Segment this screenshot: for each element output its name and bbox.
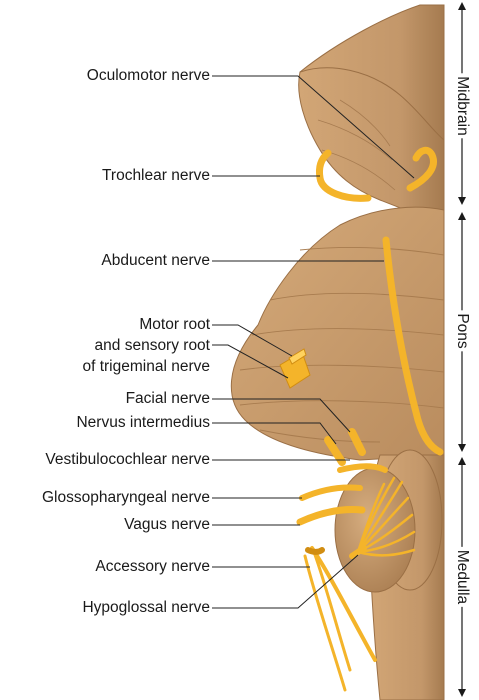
- label-vagus-nerve: Vagus nerve: [124, 516, 210, 533]
- region-label-midbrain: Midbrain: [453, 73, 471, 139]
- region-label-medulla: Medulla: [453, 546, 471, 608]
- leader-lines: [212, 75, 415, 609]
- label-trigeminal-line1: Motor root: [139, 316, 210, 333]
- region-label-pons: Pons: [453, 310, 471, 352]
- label-hypoglossal-nerve: Hypoglossal nerve: [82, 599, 210, 616]
- label-nervus-intermedius: Nervus intermedius: [76, 414, 210, 431]
- oculomotor-nerve-shape: [406, 146, 437, 192]
- label-abducent-nerve: Abducent nerve: [101, 252, 210, 269]
- midbrain-shape: [298, 4, 445, 226]
- label-oculomotor-nerve: Oculomotor nerve: [86, 67, 210, 84]
- vestibulocochlear-nerve-shape: [337, 463, 388, 473]
- label-vestibulocochlear-nerve: Vestibulocochlear nerve: [45, 451, 210, 468]
- label-accessory-nerve: Accessory nerve: [95, 558, 210, 575]
- hypoglossal-nerve-shape: [349, 476, 416, 559]
- label-trigeminal-line3: of trigeminal nerve: [82, 358, 210, 375]
- label-glossopharyngeal-nerve: Glossopharyngeal nerve: [41, 489, 210, 506]
- facial-nerve-shape: [324, 428, 366, 466]
- trigeminal-nerve-shape: [279, 348, 311, 389]
- label-facial-nerve: Facial nerve: [125, 390, 210, 407]
- abducent-nerve-shape: [382, 236, 444, 456]
- trochlear-nerve-shape: [316, 149, 372, 202]
- label-trochlear-nerve: Trochlear nerve: [102, 167, 210, 184]
- label-trigeminal-line2: and sensory root: [94, 337, 210, 354]
- lower-cranial-nerves-shape: [296, 484, 377, 692]
- medulla-shape: [334, 449, 445, 700]
- pons-shape: [230, 206, 445, 461]
